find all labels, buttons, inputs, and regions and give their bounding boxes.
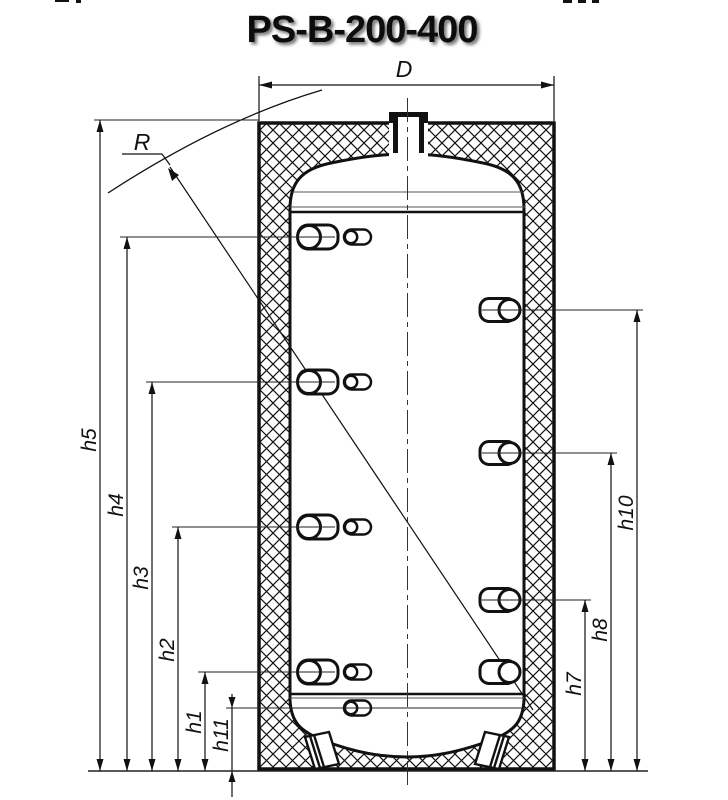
port-fitting (478, 659, 522, 685)
radius-line (169, 166, 534, 711)
dimension-lines (96, 76, 641, 797)
extension-lines (88, 119, 648, 772)
radius-label: R (134, 129, 151, 155)
h8-label: h8 (589, 618, 612, 642)
h1-label: h1 (183, 710, 206, 733)
diameter-dimension (258, 76, 555, 121)
cropped-text-artifacts (55, 0, 599, 3)
page-title: PS-B-200-400 (247, 9, 478, 51)
support-legs (303, 730, 511, 771)
right-support-leg (473, 730, 511, 771)
height-dimension-h10 (633, 310, 641, 771)
top-nozzle (389, 112, 428, 160)
h5-label: h5 (78, 428, 101, 452)
left-support-leg (303, 730, 341, 771)
radius-arc (107, 89, 323, 194)
radius-dimension (107, 89, 534, 711)
dimension-labels: D R h5 h4 h3 h2 h1 h11 h10 h8 h7 (78, 56, 638, 752)
height-dimension-h4 (123, 237, 131, 771)
height-dimension-h1 (201, 672, 209, 771)
height-dimension-h8 (607, 453, 615, 771)
radius-arrowhead (168, 168, 179, 181)
height-dimension-h11 (228, 694, 236, 797)
height-dimension-h5 (96, 120, 104, 771)
h11-label: h11 (210, 718, 233, 751)
height-dimension-h3 (148, 382, 156, 771)
port-fitting (478, 440, 522, 466)
height-dimension-h7 (581, 600, 589, 771)
h2-label: h2 (156, 638, 179, 662)
h10-label: h10 (615, 495, 638, 530)
h7-label: h7 (563, 671, 586, 696)
diameter-label: D (396, 56, 413, 82)
h3-label: h3 (130, 566, 153, 590)
height-dimension-h2 (174, 527, 182, 771)
h4-label: h4 (105, 493, 128, 516)
